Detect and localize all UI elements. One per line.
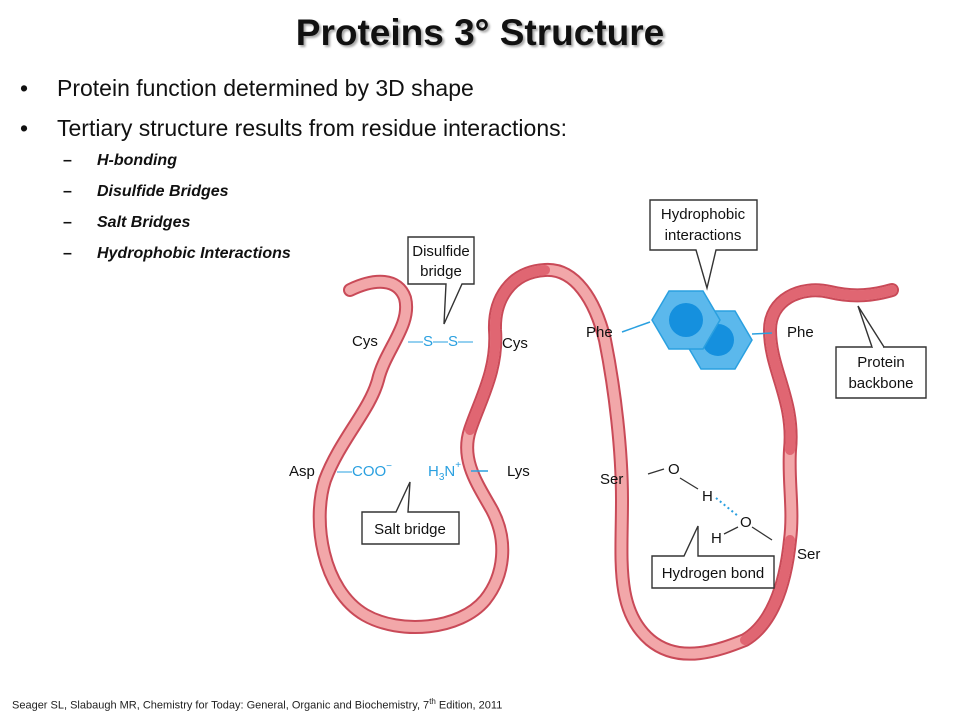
bullet-marker: • — [20, 115, 29, 141]
sub-bullet-item: – Salt Bridges — [63, 207, 291, 238]
bullet-marker: • — [20, 75, 29, 101]
backbone-callout-line1: Protein — [857, 354, 905, 371]
hydrophobic-callout-line2: interactions — [665, 227, 742, 244]
disulfide-bond-text: —S—S— — [408, 333, 473, 350]
disulfide-callout-line2: bridge — [420, 263, 462, 280]
ring-dot — [669, 303, 703, 337]
sub-bullet-list: – H-bonding – Disulfide Bridges – Salt B… — [63, 145, 291, 269]
dash-marker: – — [63, 245, 72, 262]
disulfide-callout-line1: Disulfide — [412, 243, 470, 260]
residue-label-cys-left: Cys — [352, 333, 378, 350]
bullet-item: • Tertiary structure results from residu… — [20, 108, 567, 148]
ammonium-group: H3N+ — [428, 460, 461, 483]
residue-label-lys: Lys — [507, 463, 530, 480]
hydrophobic-callout: Hydrophobic interactions — [649, 199, 758, 291]
sub-bullet-text: H-bonding — [97, 152, 177, 169]
residue-label-ser-right: Ser — [797, 546, 820, 563]
disulfide-callout: Disulfide bridge — [407, 236, 475, 325]
bullet-item: • Protein function determined by 3D shap… — [20, 68, 567, 108]
hydrophobic-callout-line1: Hydrophobic — [661, 206, 746, 223]
residue-label-cys-right: Cys — [502, 335, 528, 352]
hydrogen-bond-callout-text: Hydrogen bond — [662, 565, 765, 582]
dash-marker: – — [63, 152, 72, 169]
bullet-text: Protein function determined by 3D shape — [57, 75, 474, 101]
sub-bullet-text: Disulfide Bridges — [97, 183, 229, 200]
hydrophobic-interaction: Phe Phe — [586, 290, 814, 370]
hydrogen-atom-bottom: H — [711, 530, 722, 547]
citation: Seager SL, Slabaugh MR, Chemistry for To… — [12, 697, 503, 712]
hydrogen-bond-callout: Hydrogen bond — [651, 525, 775, 589]
protein-backbone-ribbon — [312, 262, 899, 661]
carboxylate-group: —COO− — [337, 461, 392, 480]
salt-bridge-callout-text: Salt bridge — [374, 521, 446, 538]
ribbon-shade — [465, 265, 897, 645]
backbone-callout: Protein backbone — [835, 305, 927, 399]
slide-title: Proteins 3° Structure — [295, 12, 665, 53]
dash-marker: – — [63, 183, 72, 200]
sub-bullet-item: – Hydrophobic Interactions — [63, 238, 291, 269]
bullet-list: • Protein function determined by 3D shap… — [20, 68, 567, 148]
residue-label-phe-left: Phe — [586, 324, 613, 341]
h-bond-dotted-line — [715, 497, 739, 517]
dash-marker: – — [63, 214, 72, 231]
sub-bullet-item: – Disulfide Bridges — [63, 176, 291, 207]
backbone-callout-line2: backbone — [848, 375, 913, 392]
oxygen-atom-bottom: O — [740, 514, 752, 531]
residue-label-ser-left: Ser — [600, 471, 623, 488]
bullet-text: Tertiary structure results from residue … — [57, 115, 568, 141]
hydrogen-bond: Ser O H O H Ser — [600, 461, 820, 563]
sub-bullet-text: Salt Bridges — [97, 214, 191, 231]
hydrogen-atom-top: H — [702, 488, 713, 505]
residue-label-asp: Asp — [289, 463, 315, 480]
salt-bridge-callout: Salt bridge — [361, 481, 460, 545]
residue-label-phe-right: Phe — [787, 324, 814, 341]
disulfide-bridge: Cys —S—S— Cys — [352, 333, 528, 352]
salt-bridge: Asp —COO− H3N+ Lys — [289, 460, 530, 483]
sub-bullet-item: – H-bonding — [63, 145, 291, 176]
oxygen-atom-top: O — [668, 461, 680, 478]
sub-bullet-text: Hydrophobic Interactions — [97, 245, 291, 262]
